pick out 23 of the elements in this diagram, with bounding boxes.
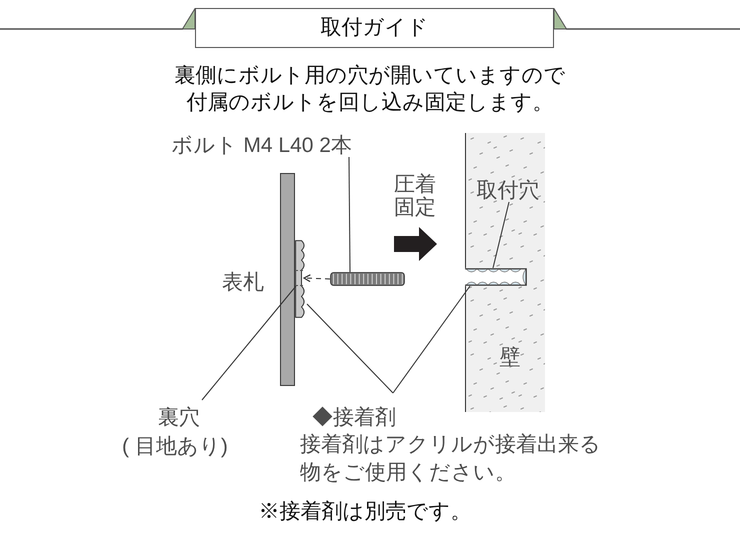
leader-line	[306, 304, 394, 394]
nameplate	[280, 173, 295, 386]
note-text: ※接着剤は別売です。	[258, 500, 472, 524]
part-label: ◆接着剤	[312, 406, 396, 430]
part-label: 壁	[500, 346, 520, 370]
instruction-text: 裏側にボルト用の穴が開いていますので付属のボルトを回し込み固定します。	[174, 63, 566, 116]
leader-line	[348, 156, 350, 272]
part-label: 表札	[222, 271, 264, 295]
action-label: 圧着固定	[394, 173, 437, 219]
bolt-hole	[295, 270, 303, 286]
note-text: 接着剤はアクリルが接着出来る物をご使用ください。	[300, 432, 602, 486]
part-label: ボルト M4 L40 2本	[172, 135, 352, 157]
wall	[465, 133, 545, 412]
part-label: ( 目地あり)	[122, 435, 228, 459]
backing-pad	[295, 240, 307, 318]
part-label: 裏穴	[158, 406, 200, 430]
leader-line	[392, 286, 470, 394]
title-banner: 取付ガイド	[195, 8, 554, 48]
leader-line	[202, 286, 296, 400]
bolt	[330, 272, 405, 286]
part-label: 取付穴	[476, 180, 540, 202]
arrow	[303, 274, 330, 282]
mounting-hole	[464, 268, 526, 286]
